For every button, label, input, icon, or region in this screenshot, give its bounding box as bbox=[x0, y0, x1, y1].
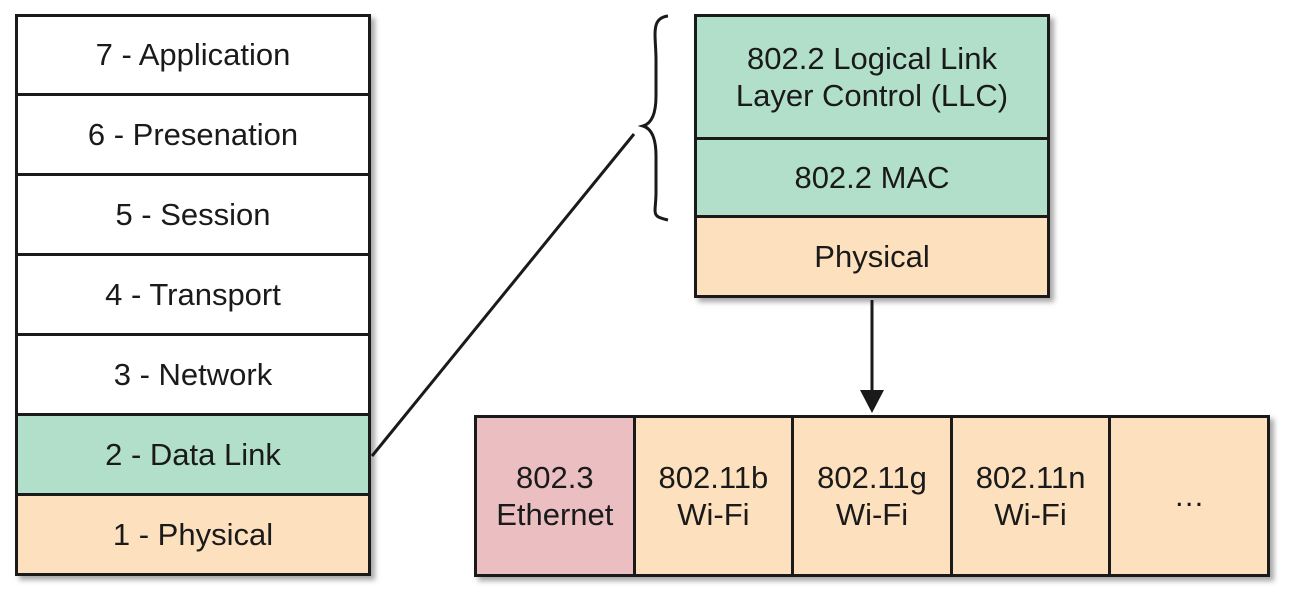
osi-layer-label: 4 - Transport bbox=[105, 276, 281, 312]
data-link-connector-line bbox=[370, 133, 636, 457]
mac-sublayer: 802.2 MAC bbox=[694, 140, 1050, 218]
llc-sublayer: 802.2 Logical Link Layer Control (LLC) bbox=[694, 14, 1050, 140]
osi-layer-application: 7 - Application bbox=[15, 14, 371, 96]
standard-line1: 802.11n bbox=[975, 459, 1086, 495]
standard-line2: Ethernet bbox=[496, 497, 614, 532]
osi-layer-label: 1 - Physical bbox=[112, 516, 274, 552]
osi-layer-physical: 1 - Physical bbox=[15, 496, 371, 576]
physical-sublayer: Physical bbox=[694, 218, 1050, 298]
osi-layer-session: 5 - Session bbox=[15, 176, 371, 256]
standard-line1: 802.11b bbox=[658, 459, 769, 495]
osi-layer-label: 7 - Application bbox=[95, 37, 291, 73]
curly-brace-icon bbox=[637, 14, 669, 222]
standard-80211n: 802.11n Wi-Fi bbox=[952, 415, 1112, 577]
down-arrow-icon bbox=[860, 390, 884, 413]
physical-standards-row: 802.3 Ethernet 802.11b Wi-Fi 802.11g Wi-… bbox=[474, 415, 1270, 577]
mac-label: 802.2 MAC bbox=[794, 159, 950, 195]
osi-layer-network: 3 - Network bbox=[15, 336, 371, 416]
physical-label: Physical bbox=[814, 238, 930, 274]
osi-layer-stack: 7 - Application 6 - Presenation 5 - Sess… bbox=[15, 14, 371, 576]
standard-ethernet: 802.3 Ethernet bbox=[474, 415, 636, 577]
standard-line1: 802.3 bbox=[516, 459, 594, 495]
osi-layer-label: 5 - Session bbox=[115, 196, 271, 232]
osi-layer-data-link: 2 - Data Link bbox=[15, 416, 371, 496]
standard-line2: Wi-Fi bbox=[835, 497, 909, 532]
standard-line2: Wi-Fi bbox=[994, 497, 1067, 532]
osi-layer-presentation: 6 - Presenation bbox=[15, 96, 371, 176]
osi-layer-label: 2 - Data Link bbox=[105, 436, 281, 472]
standard-more: … bbox=[1111, 415, 1270, 577]
standard-80211g: 802.11g Wi-Fi bbox=[794, 415, 953, 577]
standard-line1: … bbox=[1173, 478, 1205, 514]
osi-layer-transport: 4 - Transport bbox=[15, 256, 371, 336]
osi-layer-label: 3 - Network bbox=[113, 356, 273, 392]
osi-layer-label: 6 - Presenation bbox=[87, 116, 299, 152]
standard-80211b: 802.11b Wi-Fi bbox=[635, 415, 795, 577]
standard-line1: 802.11g bbox=[817, 459, 927, 495]
data-link-detail-stack: 802.2 Logical Link Layer Control (LLC) 8… bbox=[694, 14, 1050, 298]
standard-line2: Wi-Fi bbox=[677, 497, 750, 532]
llc-label: 802.2 Logical Link Layer Control (LLC) bbox=[735, 40, 1009, 113]
